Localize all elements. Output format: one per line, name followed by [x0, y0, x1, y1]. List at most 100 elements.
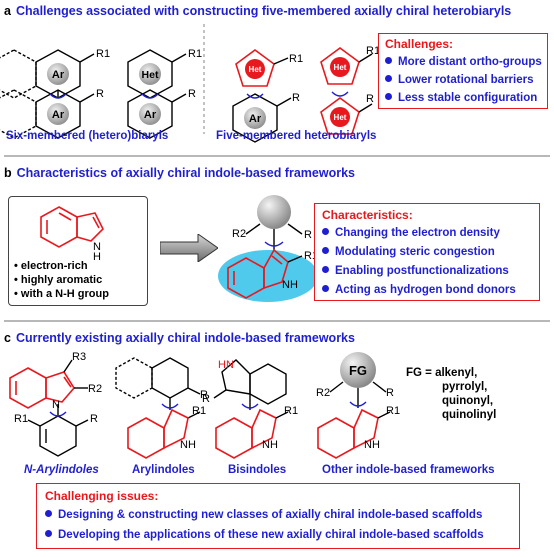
ar-label-b: Ar [144, 109, 157, 121]
bullet-dot [322, 228, 329, 235]
bullet-dot [45, 510, 52, 517]
het-label-b: Het [142, 69, 159, 81]
bullet-dot [385, 93, 392, 100]
indole-props-list: • electron-rich • highly aromatic • with… [14, 259, 109, 301]
nh-label-c3: NH [262, 439, 278, 451]
r-label-c1: R [90, 413, 98, 425]
r-label-c3: R [202, 393, 210, 405]
label-other-frameworks: Other indole-based frameworks [322, 464, 495, 476]
r1-label-c4: R1 [386, 405, 400, 417]
nh-label-b: NH [282, 279, 298, 291]
prop-highly-aromatic: • highly aromatic [14, 274, 103, 286]
r-label-a1: R [96, 88, 104, 100]
challenge-item-1: More distant ortho-groups [385, 53, 547, 71]
section-b-letter: b [4, 166, 12, 180]
label-arylindoles: Arylindoles [132, 464, 195, 476]
r-label-a2: R [188, 88, 196, 100]
caption-five-membered: Five-membered heterobiaryls [216, 130, 377, 142]
characteristic-item-2: Modulating steric congestion [322, 243, 539, 262]
rotation-arrow-a1 [49, 93, 67, 99]
bisindole [213, 359, 289, 459]
r3-label-c1: R3 [72, 351, 86, 363]
r1-label-a4: R1 [366, 45, 380, 57]
r1-label-a2: R1 [188, 48, 202, 60]
bullet-dot [385, 57, 392, 64]
biaryl-six-a [0, 49, 95, 139]
r1-label-a3: R1 [289, 53, 303, 65]
r1-label-c1: R1 [14, 413, 28, 425]
section-a-heading: Challenges associated with constructing … [15, 4, 512, 18]
ar-label-bottom-a: Ar [52, 109, 65, 121]
rotation-arrow-a2 [141, 93, 159, 99]
ar-label-five-a: Ar [249, 113, 262, 125]
challenging-issues-title: Challenging issues: [45, 489, 159, 503]
r-label-c2: R [200, 389, 208, 401]
bullet-dot [322, 285, 329, 292]
label-bisindoles: Bisindoles [228, 464, 287, 476]
het-ball-five-b-bottom [330, 107, 350, 127]
hn-label-c3: HN [218, 359, 234, 371]
challenging-issues-box: Challenging issues: Designing & construc… [36, 483, 520, 549]
label-n-arylindoles: N-Arylindoles [24, 464, 99, 476]
het-ball-label-five-a: Het [249, 65, 262, 74]
fg-def-item-2: quinonyl, [442, 395, 494, 407]
prop-electron-rich: • electron-rich [14, 260, 88, 272]
separator-bc [4, 320, 550, 322]
ar-ring-bottom-b [139, 103, 161, 125]
bullet-dot [322, 266, 329, 273]
nh-label-c4: NH [364, 439, 380, 451]
rotation-arrow-a3 [246, 93, 264, 99]
r-label-b: R [304, 229, 312, 241]
challenges-box: Challenges: More distant ortho-groups Lo… [378, 33, 548, 109]
ar-label-top-a: Ar [52, 69, 65, 81]
other-indole-framework [317, 352, 391, 459]
het-ball-label-five-b-bottom: Het [334, 113, 347, 122]
section-a-structures: Ar Ar R1 R Het Ar R1 R Het Ar R1 R Het H [0, 24, 380, 143]
caption-six-membered: Six-membered (hetero)biaryls [6, 130, 169, 142]
section-c-heading: Currently existing axially chiral indole… [15, 331, 355, 345]
ar-ring-bottom-a [47, 103, 69, 125]
r1-label-a1: R1 [96, 48, 110, 60]
het-ball-five-a [245, 59, 265, 79]
r2-label-c4: R2 [316, 387, 330, 399]
challenge-item-2: Lower rotational barriers [385, 71, 547, 89]
ar-ring-top-a [47, 63, 69, 85]
fg-def-item-3: quinolinyl [442, 409, 497, 421]
indole-structure-b [40, 206, 104, 248]
bullet-dot [385, 75, 392, 82]
characteristic-item-3: Enabling postfunctionalizations [322, 262, 539, 281]
separator-ab [4, 155, 550, 157]
rotation-arrow-a4 [331, 91, 349, 97]
biaryl-six-b [127, 49, 187, 139]
ar-ball-five-a [244, 107, 266, 129]
r1-label-c3: R1 [284, 405, 298, 417]
challenges-box-title: Challenges: [385, 37, 454, 51]
big-arrow [160, 234, 218, 262]
het-ball-label-five-b-top: Het [334, 63, 347, 72]
characteristics-box-title: Characteristics: [322, 208, 413, 222]
indole-framework-b: R2 R R1 NH [218, 195, 318, 302]
heterobiaryl-five-a [232, 49, 292, 143]
bullet-dot [45, 530, 52, 537]
cyan-highlight [218, 250, 318, 302]
het-ball-five-b-top [330, 57, 350, 77]
r-label-c4: R [386, 387, 394, 399]
fg-def-item-1: pyrrolyl, [442, 381, 488, 393]
n-label-c1: N [52, 399, 60, 411]
r-label-a3: R [292, 92, 300, 104]
characteristic-item-1: Changing the electron density [322, 224, 539, 243]
n-arylindole [9, 359, 89, 457]
r1-label-c2: R1 [192, 405, 206, 417]
section-c-structures: R3 R2 N R1 R R R1 NH [9, 351, 400, 459]
fg-definition: FG = alkenyl, pyrrolyl, quinonyl, quinol… [406, 366, 496, 422]
bullet-dot [322, 247, 329, 254]
characteristics-box: Characteristics: Changing the electron d… [314, 203, 540, 301]
prop-nh-group: • with a N-H group [14, 288, 109, 300]
issue-item-1: Designing & constructing new classes of … [45, 505, 519, 525]
heterobiaryl-five-b [320, 47, 373, 135]
section-a-letter: a [4, 4, 11, 18]
